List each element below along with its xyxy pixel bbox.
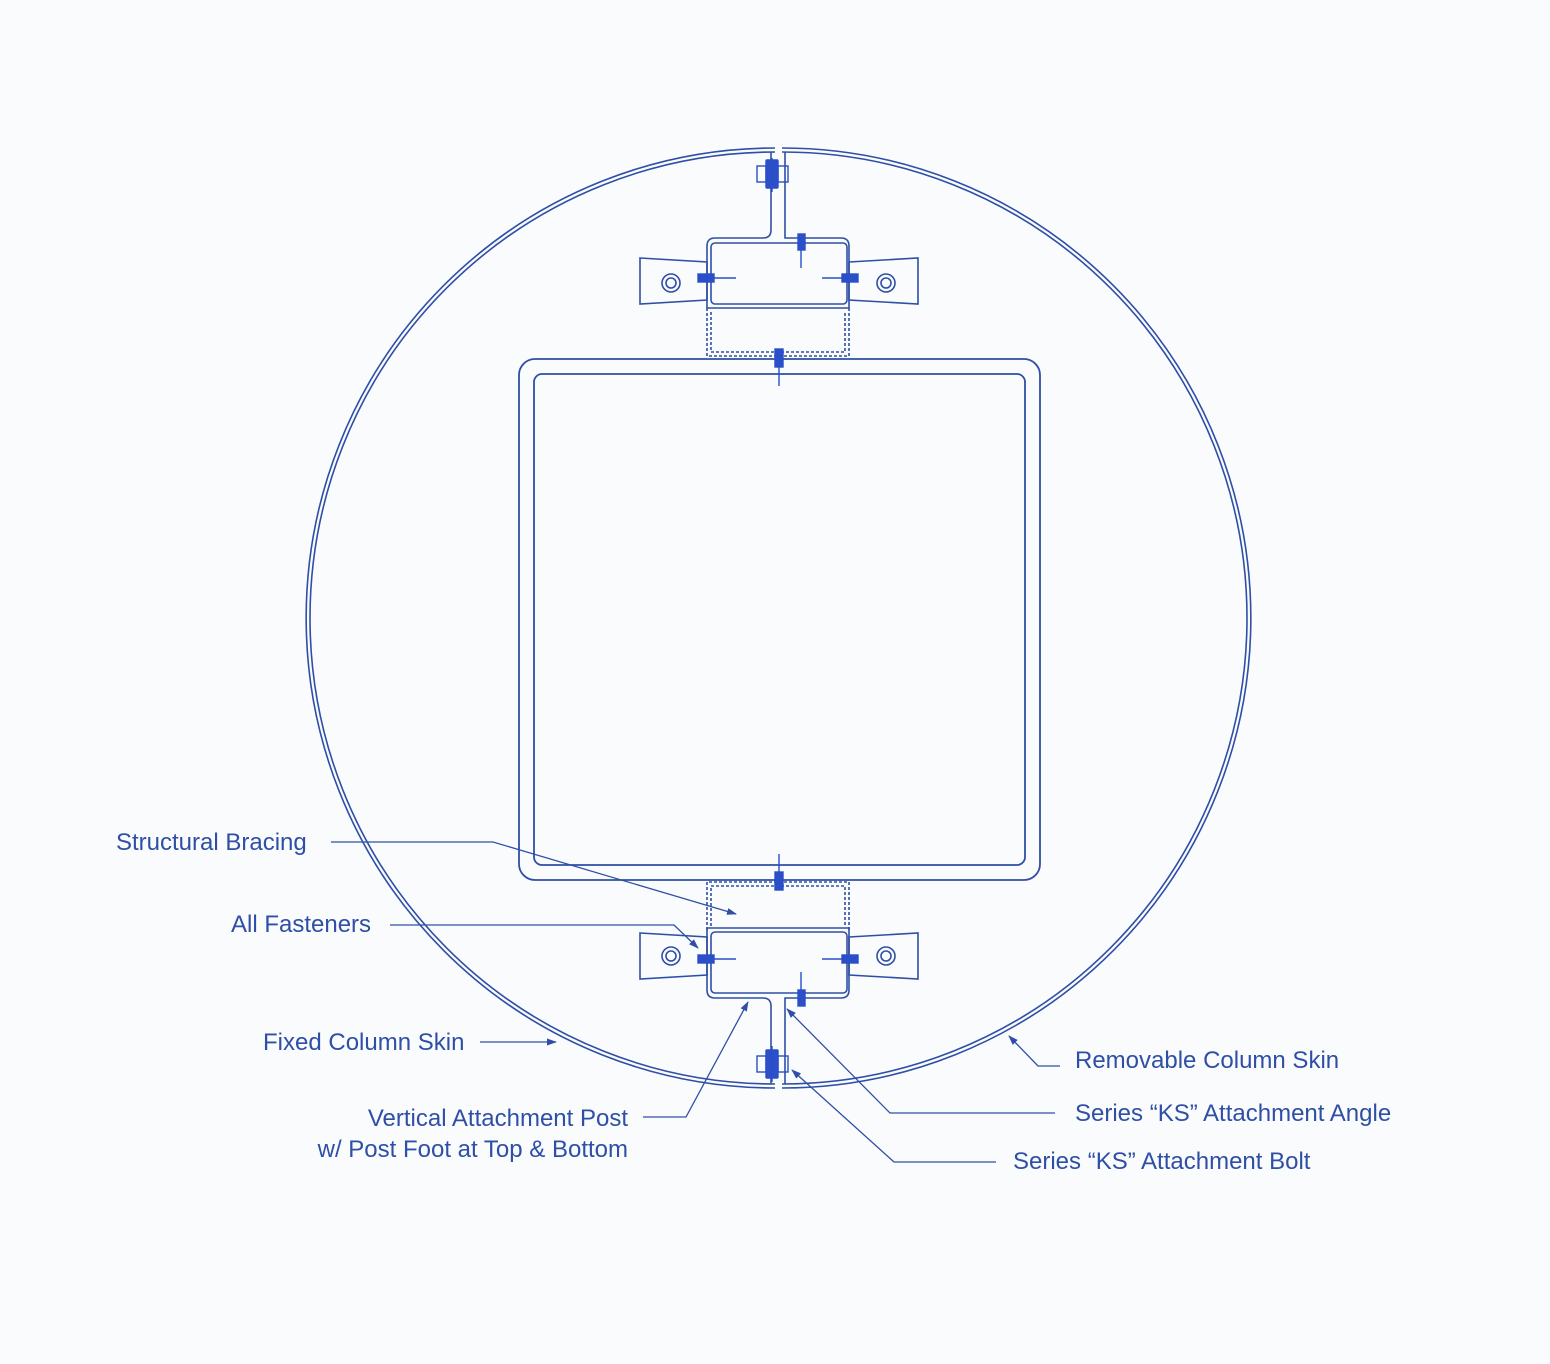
bottom-vertical-post [706, 927, 850, 1084]
label-structural-bracing: Structural Bracing [116, 829, 307, 856]
top-ks-bolt [756, 158, 789, 192]
label-vertical-post-line1: Vertical Attachment Post [367, 1105, 628, 1132]
structural-bracing [518, 358, 1041, 881]
leader-all-fasteners [390, 924, 699, 949]
top-left-bolt-hole [661, 273, 681, 293]
label-ks-attachment-angle: Series “KS” Attachment Angle [1075, 1100, 1392, 1127]
label-fixed-column-skin: Fixed Column Skin [263, 1029, 465, 1056]
fixed-column-skin [305, 147, 776, 1089]
leader-removable-column-skin [1008, 1035, 1060, 1067]
bottom-right-clip [848, 932, 919, 980]
label-all-fasteners: All Fasteners [231, 911, 372, 938]
top-right-bolt-hole [876, 273, 896, 293]
label-ks-attachment-bolt: Series “KS” Attachment Bolt [1013, 1148, 1311, 1175]
fastener-screw [697, 233, 859, 1007]
label-vertical-post-line2: w/ Post Foot at Top & Bottom [317, 1136, 628, 1163]
top-vertical-post [706, 152, 850, 309]
bottom-left-clip [639, 932, 708, 980]
bottom-right-bolt-hole [876, 946, 896, 966]
bottom-attachment-assembly [639, 881, 919, 1084]
leader-vertical-post [643, 1001, 749, 1118]
fasteners [697, 158, 859, 1082]
bottom-attachment-angle [710, 931, 848, 994]
removable-column-skin [781, 147, 1252, 1089]
top-attachment-angle [710, 242, 848, 305]
top-right-clip [848, 257, 919, 305]
leader-structural-bracing [331, 841, 737, 915]
bottom-left-bolt-hole [661, 946, 681, 966]
bottom-ks-bolt [756, 1046, 789, 1082]
label-removable-column-skin: Removable Column Skin [1075, 1047, 1340, 1074]
top-left-clip [639, 257, 708, 305]
leader-ks-bolt [791, 1069, 996, 1163]
leader-ks-angle [786, 1008, 1055, 1114]
